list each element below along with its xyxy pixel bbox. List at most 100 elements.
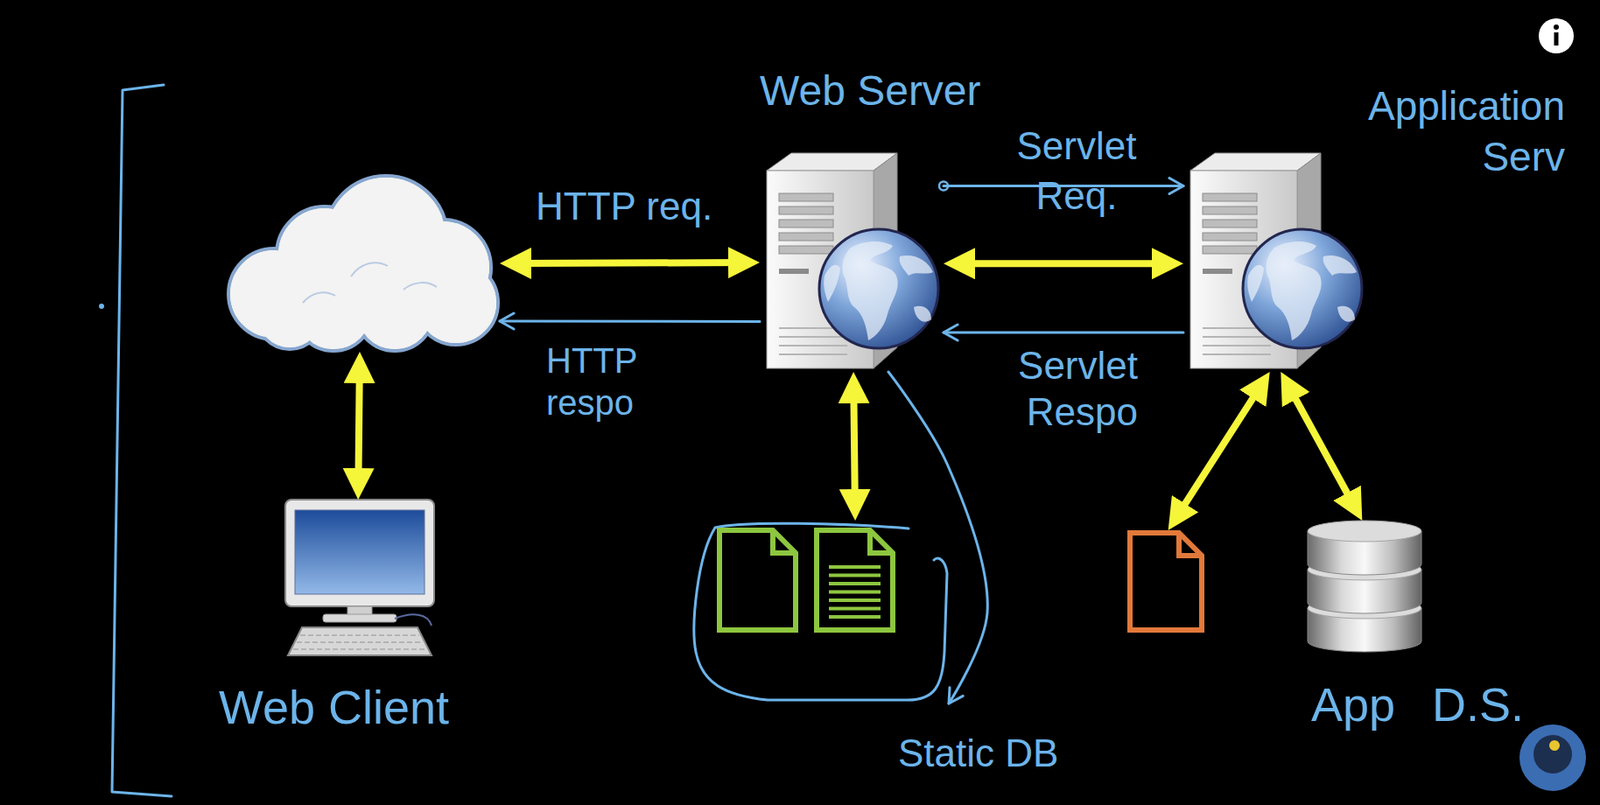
node-outline xyxy=(1305,520,1424,653)
static-file-group: Static DB xyxy=(688,520,949,704)
document-line xyxy=(828,574,881,578)
channel-logo-head xyxy=(1533,735,1572,774)
web-server: Web Server xyxy=(759,153,944,372)
mouse-cable xyxy=(394,614,432,626)
monitor-frame xyxy=(285,499,435,607)
drive-bay xyxy=(778,219,834,228)
document-line xyxy=(828,565,881,569)
key-row xyxy=(300,634,420,637)
node-outline xyxy=(1183,153,1368,372)
data-flow-arrow xyxy=(961,259,1166,267)
drive-bay xyxy=(778,193,834,202)
document-line xyxy=(828,582,881,586)
drive-bay xyxy=(778,206,834,215)
node-heading: Web Client xyxy=(218,679,517,737)
vent-line xyxy=(778,353,848,356)
data-flow-arrow xyxy=(357,369,359,483)
node-heading: Web Server xyxy=(759,65,1040,117)
globe xyxy=(1242,229,1362,349)
cloud-puff xyxy=(258,284,322,348)
globe-land xyxy=(1247,265,1264,302)
channel-logo xyxy=(1519,724,1586,792)
internet-cloud xyxy=(219,171,500,352)
enclosing-bracket xyxy=(112,84,172,797)
globe-land xyxy=(913,306,932,323)
node-heading: App D.S. xyxy=(1311,676,1592,734)
document-fold xyxy=(772,530,796,554)
cloud-fill xyxy=(230,177,497,350)
drive-bay xyxy=(778,232,834,241)
disk-slot xyxy=(1202,268,1233,274)
drive-bay xyxy=(1202,193,1257,202)
app-database: App D.S. xyxy=(1305,520,1424,653)
db-tier-top xyxy=(1307,520,1422,542)
drive-bay xyxy=(1202,219,1257,228)
node-heading: Static DB xyxy=(898,730,1109,778)
document-outline xyxy=(719,530,796,631)
drive-bay xyxy=(1202,206,1257,215)
edge-label: HTTP respo xyxy=(546,339,695,424)
globe-land xyxy=(823,265,841,302)
cloud-crease xyxy=(302,292,336,303)
data-flow-arrow xyxy=(1177,386,1260,516)
info-badge-stem xyxy=(1554,32,1559,46)
app-file xyxy=(1127,530,1205,633)
node-outline xyxy=(280,499,439,659)
node-outline xyxy=(1127,530,1205,633)
message-arrow xyxy=(943,331,1184,335)
globe-land xyxy=(1323,255,1357,276)
pen-dot xyxy=(98,303,105,309)
key-row xyxy=(293,648,427,651)
globe-land xyxy=(1265,241,1321,341)
drive-bay xyxy=(1202,245,1257,254)
document-outline xyxy=(1129,533,1202,631)
drive-bay xyxy=(778,245,834,254)
globe xyxy=(819,229,939,349)
vent-line xyxy=(778,344,848,347)
document-outline xyxy=(816,530,893,631)
node-outline xyxy=(688,520,949,704)
vent-line xyxy=(778,336,848,338)
globe-land xyxy=(1337,306,1355,323)
data-flow-arrow xyxy=(1289,387,1355,506)
cloud-crease xyxy=(403,282,437,290)
document-fold xyxy=(870,530,893,554)
vent-line xyxy=(1202,353,1271,356)
cloud-crease xyxy=(350,262,388,277)
data-flow-arrow xyxy=(853,389,856,504)
edge-label: Servlet Req. xyxy=(989,120,1165,221)
document-line xyxy=(828,615,881,619)
drive-bay xyxy=(1202,232,1257,241)
cloud-outline xyxy=(228,175,499,351)
group-loop xyxy=(694,523,948,701)
monitor-screen xyxy=(294,510,425,595)
edge-label: Servlet Respo xyxy=(962,343,1138,436)
data-flow-arrow xyxy=(517,259,743,267)
globe-land xyxy=(899,255,934,276)
monitor-base xyxy=(322,614,397,623)
node-heading: Application Serv xyxy=(1311,81,1565,183)
node-outline xyxy=(219,171,500,352)
globe-land xyxy=(842,241,898,341)
vent-line xyxy=(1202,344,1271,347)
document-line xyxy=(828,590,881,595)
info-badge xyxy=(1538,18,1574,54)
web-client: Web Client xyxy=(280,499,439,659)
info-badge-dot xyxy=(1553,24,1559,30)
channel-logo-bulb xyxy=(1549,740,1560,751)
keyboard xyxy=(287,627,432,656)
document-fold xyxy=(1178,533,1202,556)
node-outline xyxy=(759,153,944,372)
message-arrow xyxy=(888,371,988,704)
document-line xyxy=(828,607,881,611)
vent-line xyxy=(1202,336,1271,338)
key-row xyxy=(296,641,423,644)
document-line xyxy=(828,598,881,603)
edge-label: HTTP req. xyxy=(535,183,781,231)
message-arrow xyxy=(499,319,760,323)
application-server: Application Serv xyxy=(1183,153,1368,372)
